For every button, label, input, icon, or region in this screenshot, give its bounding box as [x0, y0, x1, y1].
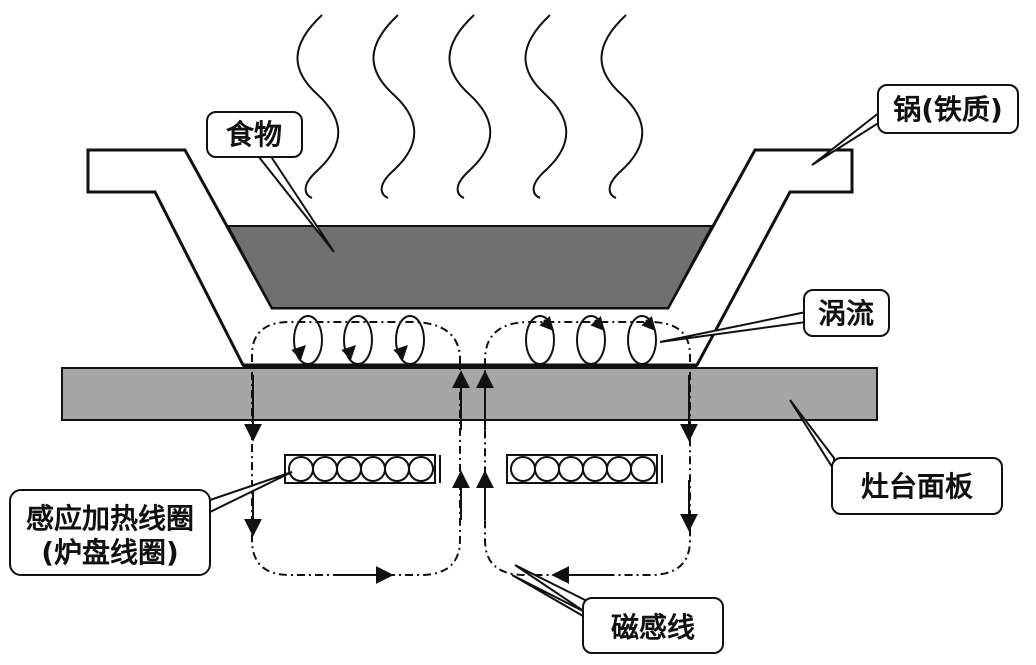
label-food: 食物 [226, 118, 282, 151]
steam-wave-2 [372, 14, 416, 199]
flux-loop-left [251, 321, 461, 576]
eddy-loop-5 [576, 315, 606, 365]
flux-loops [251, 321, 691, 576]
coil-right [506, 454, 663, 484]
eddy-loop-3 [393, 315, 425, 365]
callout-flux-box [582, 597, 724, 654]
callout-coil-box [9, 489, 211, 576]
cooktop-panel [61, 367, 878, 421]
steam-wave-3 [448, 14, 492, 199]
callout-leaders [209, 109, 881, 621]
leader-flux [514, 564, 586, 614]
steam-lines [296, 14, 644, 199]
eddy-loop-6 [627, 315, 657, 365]
callout-eddy-box [803, 289, 890, 337]
label-flux-lines: 磁感线 [611, 611, 695, 644]
steam-wave-1 [296, 14, 340, 199]
callout-panel-box [831, 457, 1003, 515]
label-coil-line2: (炉盘线圈) [41, 536, 179, 569]
eddy-loop-4 [525, 315, 555, 365]
label-cooktop-panel: 灶台面板 [861, 470, 973, 503]
flux-arrows [244, 370, 698, 584]
eddy-loop-1 [291, 315, 323, 365]
steam-wave-4 [524, 14, 568, 199]
callout-pot-box [877, 84, 1019, 134]
label-eddy-current: 涡流 [818, 297, 874, 330]
label-pot: 锅(铁质) [893, 93, 1003, 126]
food-layer [226, 225, 714, 309]
eddy-currents [291, 315, 657, 365]
callout-boxes [9, 84, 1019, 654]
coil-left [284, 454, 441, 484]
callout-food-box [206, 111, 303, 158]
eddy-loop-2 [341, 315, 373, 365]
flux-loop-right [484, 321, 691, 576]
label-coil-line1: 感应加热线圈 [26, 502, 194, 535]
steam-wave-5 [600, 14, 644, 199]
